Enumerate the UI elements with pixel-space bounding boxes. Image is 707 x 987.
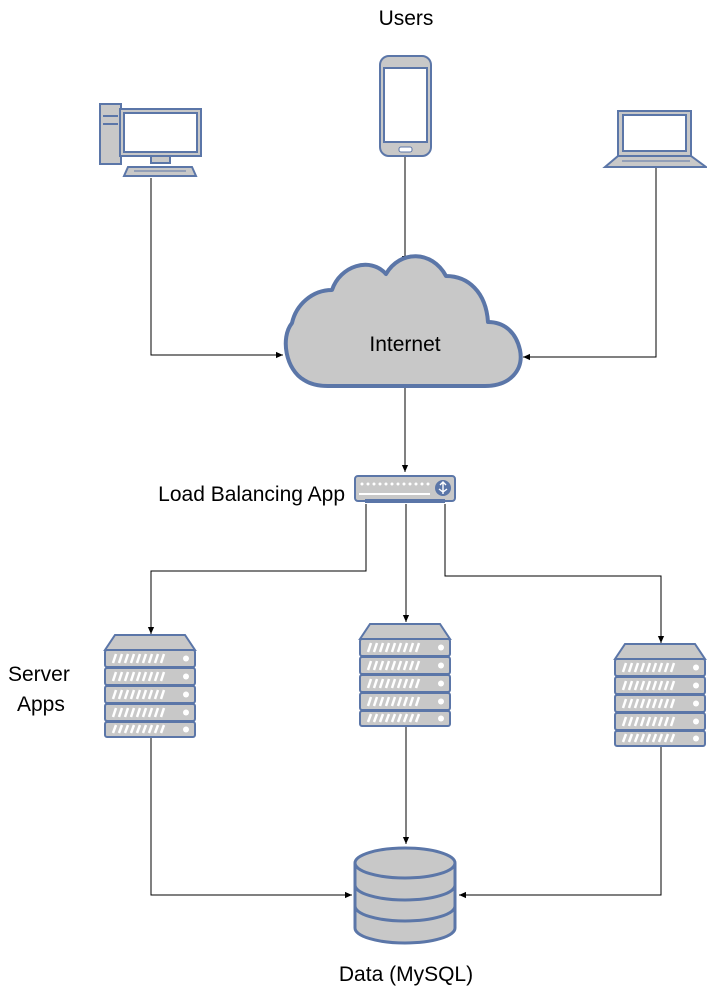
edge-server-right-to-database [459,747,662,899]
server-apps-label-line1: Server [8,663,70,686]
internet-label: Internet [369,333,440,356]
server-rack-icon [613,643,707,747]
laptop-icon [602,110,707,168]
edge-loadbalancer-to-server-left [147,504,367,634]
edges [147,157,665,899]
edge-desktop-to-internet [150,178,283,359]
load-balancer-label: Load Balancing App [158,483,345,506]
database-label: Data (MySQL) [339,963,473,986]
desktop-computer-icon [99,103,202,177]
server-rack-icon [358,623,452,727]
server-apps-label-line2: Apps [17,693,65,716]
smartphone-icon [379,55,432,157]
users-label: Users [379,7,434,30]
edge-loadbalancer-to-server-right [444,504,665,643]
edge-server-left-to-database [150,737,352,899]
database-icon [353,846,457,945]
edge-laptop-to-internet [523,168,657,361]
cloud-icon [283,254,523,388]
server-rack-icon [103,634,197,738]
network-switch-icon [354,475,456,503]
